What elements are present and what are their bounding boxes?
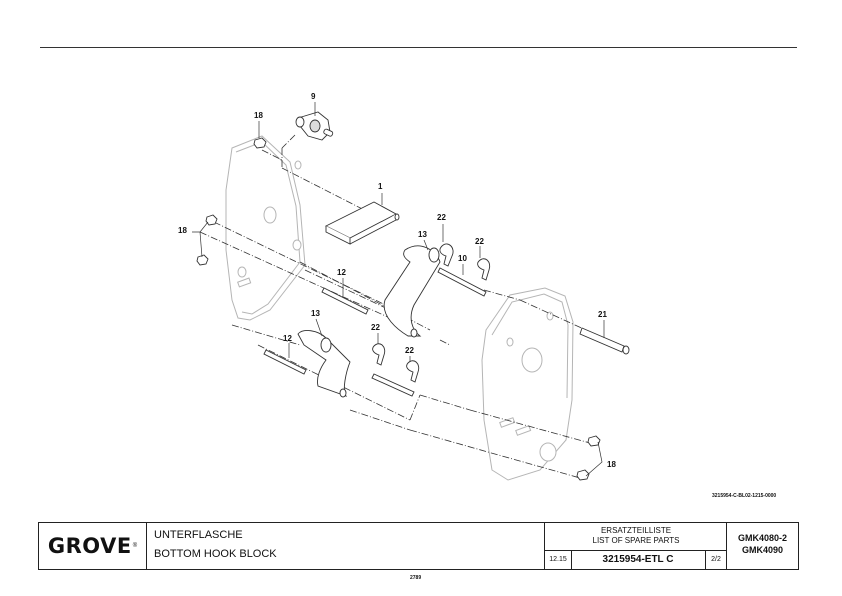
drawing-reference: 3215954-C-BL02-1215-0000 — [712, 493, 777, 499]
callout-1: 1 — [378, 182, 383, 191]
callout-12: 12 — [283, 334, 292, 343]
spring-pins-22 — [372, 243, 491, 383]
registered-mark: ® — [132, 543, 138, 549]
callout-13: 13 — [418, 230, 427, 239]
callout-13: 13 — [311, 309, 320, 318]
page-indicator: 2/2 — [711, 556, 721, 563]
description-cell: UNTERFLASCHE BOTTOM HOOK BLOCK — [147, 523, 545, 569]
callout-18: 18 — [607, 460, 616, 469]
list-title-german: ERSATZTEILLISTE — [600, 526, 672, 535]
revision-date: 12.15 — [545, 551, 572, 569]
models-cell: GMK4080-2 GMK4090 — [727, 523, 798, 569]
callout-18: 18 — [254, 111, 263, 120]
parts-list-cell: ERSATZTEILLISTE LIST OF SPARE PARTS 12.1… — [545, 523, 727, 569]
part-13-strap-lower — [297, 330, 351, 398]
grove-logo: GROVE® — [39, 523, 147, 569]
callout-18: 18 — [178, 226, 187, 235]
callout-22: 22 — [475, 237, 484, 246]
part-1-cover-plate — [324, 201, 400, 245]
part-9-bracket — [295, 111, 334, 141]
right-side-plate — [481, 287, 574, 481]
callout-22: 22 — [405, 346, 414, 355]
part-number: 3215954-ETL C — [571, 551, 706, 569]
part-13-strap-upper — [383, 245, 441, 338]
callout-10: 10 — [458, 254, 467, 263]
rods — [263, 267, 630, 397]
list-meta-row: 12.15 3215954-ETL C 2/2 — [545, 550, 727, 570]
callout-21: 21 — [598, 310, 607, 319]
list-title-english: LIST OF SPARE PARTS — [592, 536, 680, 545]
nut-18 — [196, 137, 601, 481]
title-block: GROVE® UNTERFLASCHE BOTTOM HOOK BLOCK ER… — [38, 522, 799, 570]
title-german: UNTERFLASCHE — [154, 529, 243, 541]
callout-9: 9 — [311, 92, 316, 101]
logo-text: GROVE — [47, 534, 132, 558]
callout-22: 22 — [371, 323, 380, 332]
model-2: GMK4090 — [741, 545, 784, 555]
left-side-plate — [225, 135, 306, 321]
model-1: GMK4080-2 — [737, 533, 788, 543]
top-rule — [40, 47, 797, 48]
title-english: BOTTOM HOOK BLOCK — [154, 548, 277, 560]
sheet-number: 2789 — [410, 575, 422, 581]
callout-12: 12 — [337, 268, 346, 277]
callout-22: 22 — [437, 213, 446, 222]
leader-lines — [192, 102, 605, 477]
